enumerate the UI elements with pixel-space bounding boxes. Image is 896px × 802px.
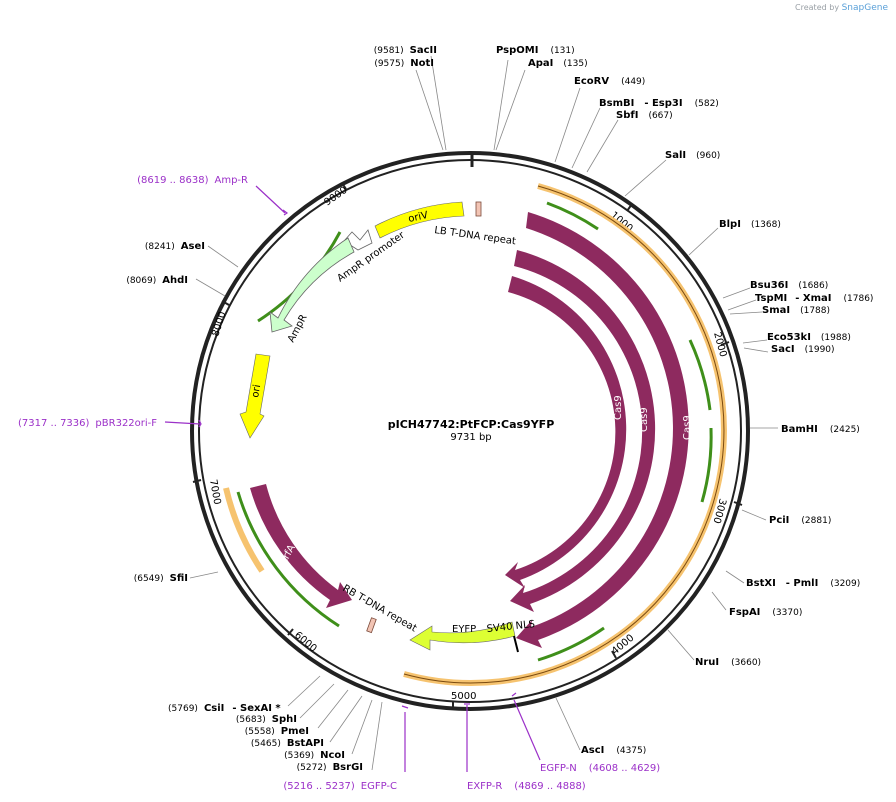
orIV-feature: [374, 201, 465, 239]
ampr-label: AmpR: [286, 313, 310, 345]
site-sfii: (6549)SfiI: [134, 573, 188, 584]
cas9-arrow-outer: [516, 212, 689, 648]
site-leaders: [189, 55, 778, 771]
primer-marks: [164, 185, 541, 772]
tick-8000: 8000: [210, 310, 228, 338]
ori-feature: [239, 353, 271, 439]
plasmid-name: pICH47742:PtFCP:Cas9YFP: [388, 418, 555, 431]
ori-label: ori: [250, 384, 263, 399]
eyfp-label: EYFP: [452, 624, 476, 635]
snapgene-brand: SnapGene: [841, 3, 888, 13]
eyfp-feature: [409, 621, 516, 651]
sv40-label: SV40 NLS: [486, 619, 535, 635]
green-seg-3: [700, 427, 713, 503]
primer-egfp-n: EGFP-N(4608 .. 4629): [540, 763, 660, 774]
site-bstxi: BstXI- PmlI(3209): [746, 578, 860, 589]
primer-amp-r: (8619 .. 8638)Amp-R: [137, 175, 248, 186]
rb-repeat-mark: [366, 617, 377, 634]
site-pcii: PciI(2881): [769, 515, 831, 526]
site-bstapi: (5465)BstAPI: [251, 738, 324, 749]
sv40-nls-mark: [513, 635, 519, 653]
cas9-label-c: Cas9: [682, 415, 693, 440]
site-asei: (8241)AseI: [145, 241, 205, 252]
site-eco53ki: Eco53kI(1988): [767, 332, 851, 343]
tick-7000: 7000: [207, 479, 222, 506]
cas9-arrow-middle: [510, 250, 656, 612]
site-bsmbi: BsmBI- Esp3I(582): [599, 98, 719, 109]
primer-egfp-c: (5216 .. 5237)EGFP-C: [283, 781, 397, 792]
plasmid-size: 9731 bp: [450, 432, 491, 443]
tick-6000: 6000: [292, 630, 319, 655]
site-ecorv: EcoRV(449): [574, 76, 645, 87]
cas9-arrow-inner: [505, 276, 627, 588]
site-pmei: (5558)PmeI: [245, 726, 309, 737]
cds-band-left: [223, 487, 265, 573]
site-ahdi: (8069)AhdI: [126, 275, 188, 286]
site-noti: (9575)NotI: [374, 58, 434, 69]
site-smai: SmaI(1788): [762, 305, 830, 316]
site-fspai: FspAI(3370): [729, 607, 802, 618]
lb-repeat-mark: [475, 201, 482, 217]
green-seg-left: [236, 491, 340, 628]
backbone-outer-ring: [190, 151, 750, 711]
site-bamhi: BamHI(2425): [781, 424, 860, 435]
green-seg-4: [537, 626, 605, 662]
site-pspomi: PspOMI(131): [496, 45, 575, 56]
green-seg-2: [688, 339, 712, 411]
cas9-label-b: Cas9: [639, 407, 650, 432]
backbone-inner-ring: [198, 159, 742, 703]
primer-exfp-r: EXFP-R(4869 .. 4888): [467, 781, 586, 792]
site-saci: SacI(1990): [771, 344, 835, 355]
tick-5000: 5000: [451, 691, 476, 702]
ampr-feature: [269, 237, 355, 333]
site-bsrgi: (5272)BsrGI: [297, 762, 363, 773]
orIV-label: oriV: [407, 210, 429, 225]
site-bsu36i: Bsu36I(1686): [750, 280, 828, 291]
site-nrui: NruI(3660): [695, 657, 761, 668]
site-sacii: (9581)SacII: [374, 45, 437, 56]
credit-prefix: Created by: [795, 3, 840, 12]
lb-repeat-label: LB T-DNA repeat: [434, 225, 517, 247]
site-csii: (5769)CsiI- SexAI *: [168, 703, 281, 714]
primer-pbr322ori-f: (7317 .. 7336)pBR322ori-F: [18, 418, 157, 429]
scale-ticks: [192, 182, 743, 710]
site-tspmi: TspMI- XmaI(1786): [755, 293, 873, 304]
trfa-feature: [250, 484, 352, 608]
rb-repeat-label: RB T-DNA repeat: [341, 583, 419, 634]
green-seg-1: [546, 201, 599, 231]
site-asci: AscI(4375): [581, 745, 646, 756]
snapgene-credit: Created by SnapGene: [795, 3, 888, 13]
site-blpi: BlpI(1368): [719, 219, 781, 230]
cas9-label-a: Cas9: [613, 395, 624, 420]
site-sali: SalI(960): [665, 150, 720, 161]
green-seg-ampr: [257, 231, 342, 323]
site-apai: ApaI(135): [528, 58, 588, 69]
site-sphi: (5683)SphI: [236, 714, 297, 725]
cds-band-right-core: [403, 185, 725, 684]
site-sbfi: SbfI(667): [616, 110, 673, 121]
site-ncoi: (5369)NcoI: [284, 750, 345, 761]
